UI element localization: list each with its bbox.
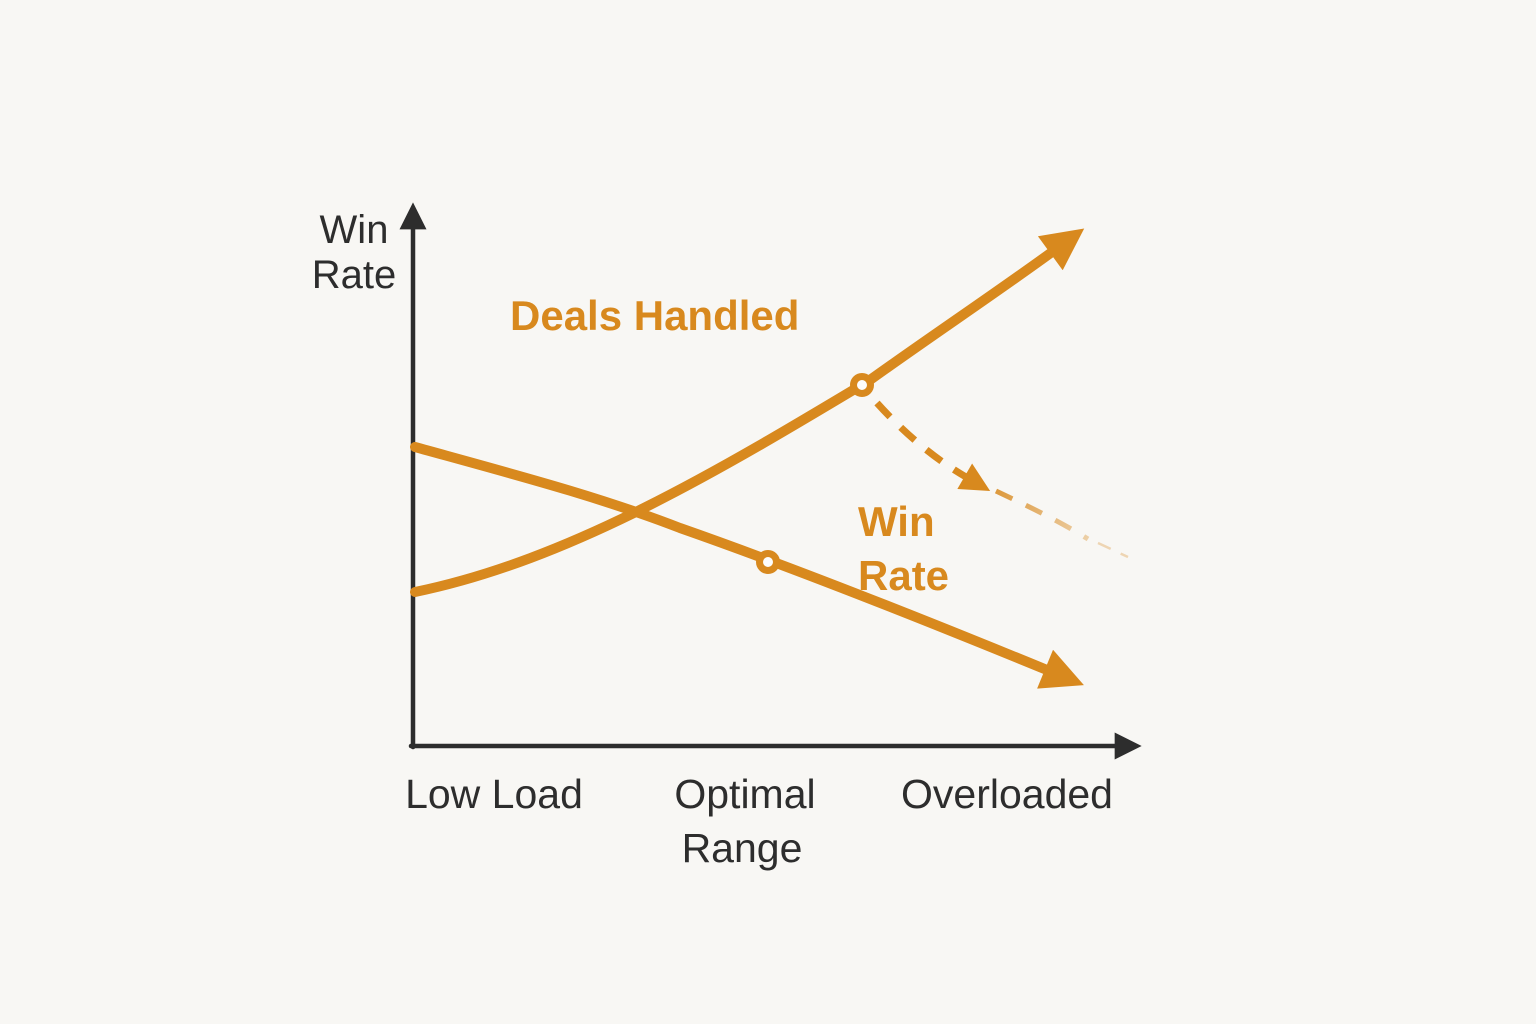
win-rate-point-marker [756, 550, 780, 574]
x-tick-overloaded: Overloaded [901, 771, 1113, 817]
y-axis-label-line2: Rate [312, 253, 397, 297]
x-tick-low-load: Low Load [405, 771, 583, 817]
deals-handled-series-label: Deals Handled [510, 292, 799, 339]
y-axis-label-line1: Win [320, 208, 389, 252]
win-rate-series-label-line1: Win [858, 498, 935, 545]
overload-projection-dashed-tail [994, 488, 1090, 542]
x-tick-optimal-line2: Range [682, 825, 803, 871]
x-tick-optimal-line1: Optimal [674, 771, 815, 817]
overload-projection-dashed [874, 400, 991, 492]
deals-handled-point-marker [850, 373, 874, 397]
overload-projection-dashed-tail-end [1097, 541, 1129, 559]
deals-handled-curve [410, 228, 1085, 597]
win-rate-series-label-line2: Rate [858, 552, 949, 599]
win-rate-curve [410, 442, 1084, 689]
